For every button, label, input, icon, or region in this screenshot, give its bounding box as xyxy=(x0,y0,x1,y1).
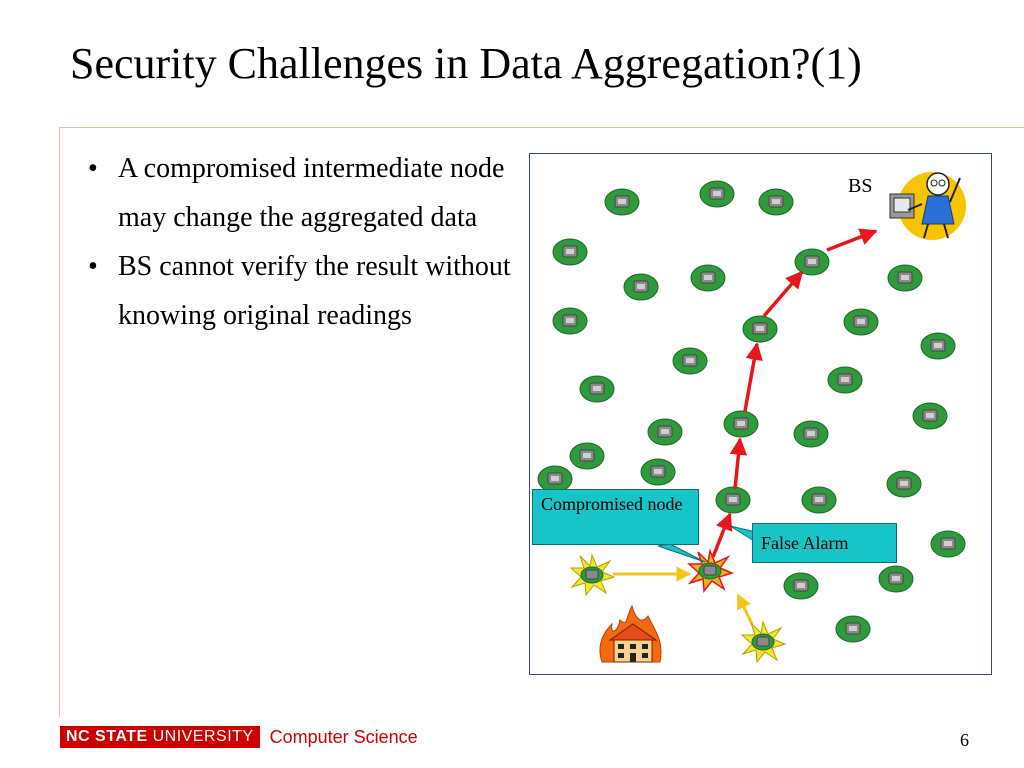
sensor-node xyxy=(672,347,708,375)
bullet-text: A compromised intermediate node may chan… xyxy=(118,153,505,233)
event-arrow xyxy=(736,593,754,625)
sensor-node xyxy=(886,470,922,498)
base-station-icon xyxy=(889,172,966,240)
sensor-node xyxy=(690,264,726,292)
sensor-node xyxy=(843,308,879,336)
sensor-node xyxy=(579,375,615,403)
slide-title: Security Challenges in Data Aggregation?… xyxy=(70,39,862,88)
sensor-node xyxy=(552,307,588,335)
sensor-node xyxy=(887,264,923,292)
sensor-node xyxy=(878,565,914,593)
bullet-text: BS cannot verify the result without know… xyxy=(118,251,511,331)
sensor-node xyxy=(723,410,759,438)
sensor-node xyxy=(835,615,871,643)
sensor-node xyxy=(794,248,830,276)
left-margin-rule xyxy=(59,127,60,717)
logo-bold-text: NC STATE xyxy=(66,728,148,745)
sensor-node xyxy=(742,315,778,343)
sensor-network-diagram: BS Compromised node False Alarm xyxy=(529,153,992,675)
bullet-item: •A compromised intermediate node may cha… xyxy=(88,153,505,233)
bs-label: BS xyxy=(848,175,873,197)
page-number: 6 xyxy=(960,730,969,750)
sensor-node xyxy=(912,402,948,430)
alerting-sensor-node xyxy=(570,554,615,596)
nc-state-logo: NC STATE UNIVERSITY xyxy=(60,726,260,748)
bullet-list: •A compromised intermediate node may cha… xyxy=(88,144,528,340)
sensor-node xyxy=(930,530,966,558)
compromised-node-callout: Compromised node xyxy=(532,489,699,545)
footer-branding: NC STATE UNIVERSITY Computer Science xyxy=(60,726,418,748)
fire-house-icon xyxy=(599,604,662,663)
route-arrow xyxy=(762,270,804,318)
sensor-node xyxy=(647,418,683,446)
sensor-node xyxy=(783,572,819,600)
sensor-node xyxy=(552,238,588,266)
route-arrow xyxy=(711,512,733,558)
title-divider xyxy=(60,127,1024,128)
sensor-node xyxy=(793,420,829,448)
sensor-node xyxy=(758,188,794,216)
logo-regular-text: UNIVERSITY xyxy=(152,728,254,745)
route-arrow xyxy=(826,228,878,252)
sensor-node xyxy=(640,458,676,486)
department-name: Computer Science xyxy=(269,726,418,747)
bullet-item: •BS cannot verify the result without kno… xyxy=(88,251,511,331)
network-canvas xyxy=(537,172,966,663)
sensor-node xyxy=(699,180,735,208)
sensor-node xyxy=(569,442,605,470)
sensor-node xyxy=(920,332,956,360)
false-alarm-callout: False Alarm xyxy=(752,523,897,563)
callout-pointer xyxy=(657,543,706,563)
alerting-sensor-node xyxy=(741,621,786,663)
route-arrow xyxy=(743,342,763,412)
sensor-node xyxy=(604,188,640,216)
sensor-node xyxy=(623,273,659,301)
route-arrow xyxy=(729,437,748,490)
sensor-node xyxy=(801,486,837,514)
sensor-node xyxy=(827,366,863,394)
sensor-node xyxy=(715,486,751,514)
